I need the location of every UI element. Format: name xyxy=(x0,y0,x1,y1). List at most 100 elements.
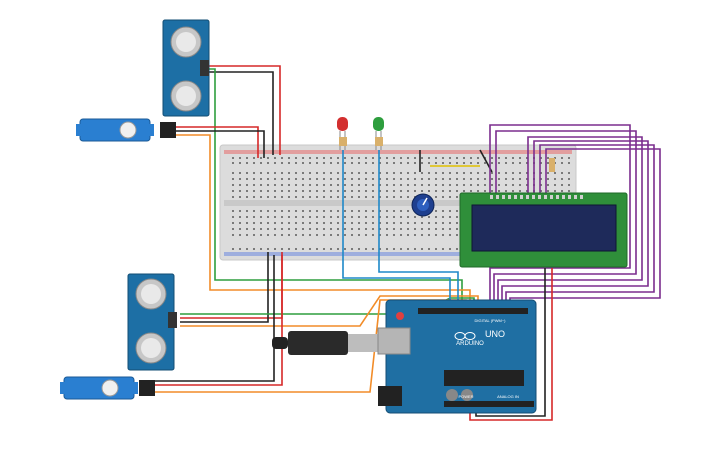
breadboard-hole xyxy=(358,196,360,198)
breadboard-hole xyxy=(407,222,409,224)
ultrasonic-sensor-top[interactable] xyxy=(162,19,210,117)
breadboard-hole xyxy=(428,222,430,224)
breadboard-hole xyxy=(456,172,458,174)
breadboard-hole xyxy=(554,184,556,186)
breadboard-hole xyxy=(386,216,388,218)
arduino-model-text: UNO xyxy=(485,329,505,339)
breadboard-hole xyxy=(358,157,360,159)
breadboard-hole xyxy=(393,157,395,159)
breadboard-hole xyxy=(400,162,402,164)
breadboard-hole xyxy=(365,157,367,159)
breadboard-hole xyxy=(442,184,444,186)
lcd-pin xyxy=(490,195,493,199)
breadboard-hole xyxy=(316,210,318,212)
breadboard-hole xyxy=(365,228,367,230)
breadboard-hole xyxy=(344,210,346,212)
breadboard-hole xyxy=(288,184,290,186)
breadboard-hole xyxy=(309,210,311,212)
breadboard-hole xyxy=(330,162,332,164)
arduino-uno-board[interactable]: ARDUINO UNO DIGITAL (PWM~) POWER ANALOG … xyxy=(377,299,537,414)
breadboard-hole xyxy=(281,216,283,218)
breadboard-hole xyxy=(449,162,451,164)
breadboard-hole xyxy=(246,234,248,236)
breadboard-hole xyxy=(295,228,297,230)
breadboard-hole xyxy=(456,210,458,212)
lcd-pin xyxy=(580,195,583,199)
usb-cable[interactable] xyxy=(272,331,378,355)
wire-top-sensor-gnd xyxy=(208,71,274,155)
ultrasonic-sensor-bottom[interactable] xyxy=(127,273,177,371)
breadboard-hole xyxy=(428,228,430,230)
breadboard-hole xyxy=(323,248,325,250)
breadboard-hole xyxy=(526,178,528,180)
breadboard-hole xyxy=(386,157,388,159)
breadboard-hole xyxy=(316,196,318,198)
breadboard-hole xyxy=(372,234,374,236)
lcd-pin xyxy=(514,195,517,199)
breadboard-hole xyxy=(421,234,423,236)
breadboard-hole xyxy=(561,190,563,192)
breadboard-hole xyxy=(456,184,458,186)
breadboard-hole xyxy=(540,172,542,174)
breadboard-hole xyxy=(379,172,381,174)
breadboard-hole xyxy=(274,234,276,236)
breadboard-hole xyxy=(470,157,472,159)
breadboard-hole xyxy=(253,234,255,236)
servo-motor-bottom[interactable] xyxy=(60,376,155,400)
breadboard-hole xyxy=(330,234,332,236)
breadboard-hole xyxy=(316,157,318,159)
breadboard-hole xyxy=(400,228,402,230)
servo-motor-top[interactable] xyxy=(76,118,176,142)
breadboard-hole xyxy=(344,234,346,236)
resistor-lcd[interactable] xyxy=(549,158,555,172)
breadboard-hole xyxy=(561,162,563,164)
breadboard-hole xyxy=(477,178,479,180)
breadboard-hole xyxy=(498,172,500,174)
breadboard-hole xyxy=(232,178,234,180)
breadboard-hole xyxy=(393,190,395,192)
breadboard-hole xyxy=(372,190,374,192)
breadboard-hole xyxy=(379,216,381,218)
breadboard-hole xyxy=(365,210,367,212)
breadboard-hole xyxy=(365,178,367,180)
breadboard-hole xyxy=(232,196,234,198)
breadboard-hole xyxy=(414,190,416,192)
breadboard-hole xyxy=(456,216,458,218)
breadboard-hole xyxy=(463,162,465,164)
breadboard-hole xyxy=(505,184,507,186)
breadboard-hole xyxy=(253,196,255,198)
breadboard-hole xyxy=(358,172,360,174)
breadboard-hole xyxy=(274,162,276,164)
breadboard-hole xyxy=(463,172,465,174)
breadboard-hole xyxy=(442,178,444,180)
breadboard-hole xyxy=(316,228,318,230)
breadboard-hole xyxy=(519,162,521,164)
green-led[interactable] xyxy=(373,117,384,150)
breadboard-hole xyxy=(253,178,255,180)
breadboard-hole xyxy=(302,222,304,224)
breadboard-hole xyxy=(561,172,563,174)
breadboard-hole xyxy=(351,178,353,180)
breadboard-hole xyxy=(449,196,451,198)
breadboard-hole xyxy=(344,222,346,224)
potentiometer[interactable] xyxy=(411,193,435,217)
wire-lcd-2 xyxy=(493,130,637,305)
breadboard-hole xyxy=(442,248,444,250)
breadboard-hole xyxy=(309,222,311,224)
breadboard-hole xyxy=(421,248,423,250)
red-led[interactable] xyxy=(337,117,348,150)
breadboard-hole xyxy=(267,228,269,230)
breadboard-hole xyxy=(337,216,339,218)
breadboard-hole xyxy=(260,248,262,250)
breadboard-hole xyxy=(239,157,241,159)
breadboard-hole xyxy=(239,248,241,250)
breadboard-hole xyxy=(274,248,276,250)
breadboard-hole xyxy=(239,172,241,174)
breadboard-hole xyxy=(239,196,241,198)
lcd-display[interactable] xyxy=(459,192,628,268)
breadboard-hole xyxy=(267,210,269,212)
breadboard-hole xyxy=(253,184,255,186)
breadboard-hole xyxy=(246,210,248,212)
wire-top-servo-signal xyxy=(175,134,471,305)
breadboard-hole xyxy=(323,162,325,164)
